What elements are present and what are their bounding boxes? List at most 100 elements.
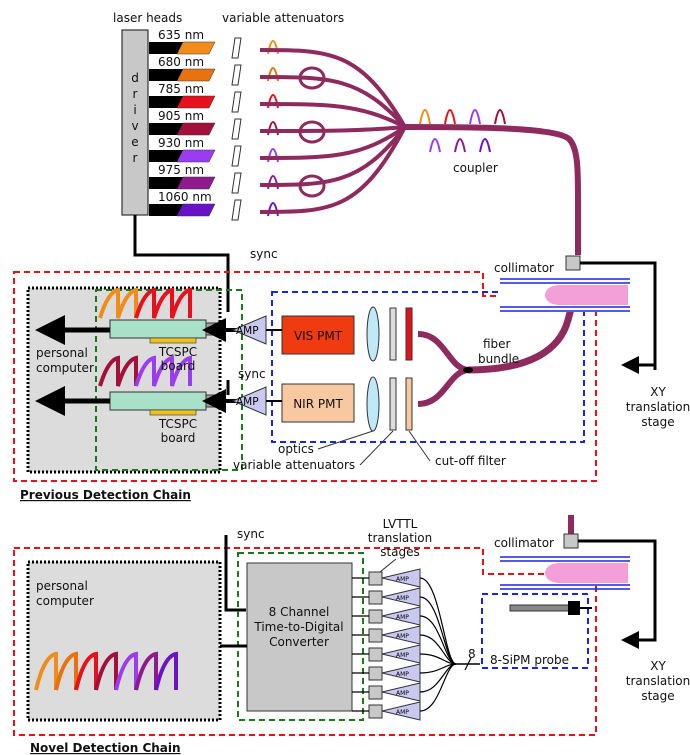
sync-bottom-label: sync	[237, 527, 265, 541]
pulse-mark	[267, 148, 279, 163]
laser-fiber	[259, 102, 406, 129]
collimator-bottom	[563, 533, 579, 549]
tcspc-board-vis-label: board	[161, 359, 196, 373]
driver-letter: r	[133, 151, 138, 165]
optics-label: optics	[278, 442, 314, 456]
lvttl-stage	[368, 571, 383, 586]
attenuator-plate	[231, 145, 242, 167]
lvttl-stage	[368, 628, 383, 643]
fiber-bundle-nir	[417, 367, 469, 407]
tdc-label: 8 Channel	[269, 605, 330, 619]
channel-wire	[419, 663, 457, 712]
lens-vis	[366, 306, 380, 362]
fiber-bundle-label: bundle	[478, 352, 519, 366]
filter-nir	[405, 377, 413, 431]
driver-letter: i	[133, 103, 136, 117]
xy-stage-arrow-top	[580, 261, 657, 374]
laser-wavelength-label: 635 nm	[158, 28, 204, 42]
laser-head-tip	[176, 68, 216, 82]
optics-group-border	[271, 291, 585, 443]
novel-chain-title: Novel Detection Chain	[30, 741, 181, 755]
lvttl-stage	[368, 666, 383, 681]
personal-computer-top-label: personal	[36, 346, 88, 360]
laser-wavelength-label: 930 nm	[158, 136, 204, 150]
channel-amp-label: AMP	[396, 652, 409, 659]
tcspc-board-nir-label: TCSPC	[158, 417, 197, 431]
tdc-group-border	[237, 552, 364, 721]
laser-head-body	[149, 69, 183, 81]
pulse-mark	[267, 175, 279, 190]
variable-attenuators-bottom-label: variable attenuators	[233, 458, 355, 472]
amp-nir-label: AMP	[236, 396, 259, 408]
tcspc-board-vis-label: TCSPC	[158, 345, 197, 359]
xy-stage-top-label: XY	[650, 385, 666, 399]
laser-wavelength-label: 785 nm	[158, 82, 204, 96]
laser-heads-label: laser heads	[113, 11, 182, 25]
personal-computer-bottom	[26, 560, 222, 722]
driver-letter: e	[131, 135, 138, 149]
laser-fiber	[259, 125, 406, 133]
personal-computer-bottom-label: computer	[36, 594, 94, 608]
channel-amp-label: AMP	[396, 576, 409, 583]
fiber-bundle-main	[467, 304, 576, 374]
sipm-probe-head	[568, 601, 580, 615]
filter-vis	[405, 307, 413, 361]
amp-vis-label: AMP	[236, 325, 259, 337]
laser-head-body	[149, 150, 183, 162]
channel-amp-label: AMP	[396, 690, 409, 697]
driver-letter: d	[131, 71, 139, 85]
tdc-label: Time-to-Digital	[253, 620, 343, 634]
lvttl-stage	[368, 685, 383, 700]
coupler-pulses	[419, 109, 506, 153]
driver-box	[121, 29, 149, 216]
driver-letter: r	[133, 87, 138, 101]
laser-head-tip	[176, 41, 216, 55]
personal-computer-bottom-label: personal	[36, 579, 88, 593]
pulse-mark	[267, 121, 279, 136]
laser-fiber	[259, 75, 407, 129]
laser-head-body	[149, 123, 183, 135]
laser-fiber	[259, 126, 407, 214]
laser-head-tip	[176, 176, 216, 190]
decay-curves-top	[98, 287, 192, 387]
laser-head-body	[149, 204, 183, 216]
sync-line-bottom	[224, 535, 246, 612]
variable-attenuators-top-label: variable attenuators	[222, 11, 344, 25]
xy-stage-top-label: stage	[641, 415, 674, 429]
fiber-delay-loop	[298, 120, 326, 144]
attenuator-plate	[231, 118, 242, 140]
fiber-bundle-label: fiber	[483, 337, 511, 351]
collimator-bottom-label: collimator	[494, 536, 554, 550]
laser-wavelength-label: 975 nm	[158, 163, 204, 177]
laser-head-tip	[176, 149, 216, 163]
vis-pmt-label: VIS PMT	[294, 329, 343, 343]
attenuator-plate	[231, 172, 242, 194]
laser-head-body	[149, 42, 183, 54]
lvttl-label: translation	[368, 531, 433, 545]
cutoff-filter-label: cut-off filter	[435, 454, 506, 468]
attenuator-nir	[389, 377, 397, 431]
laser-fiber	[259, 125, 407, 187]
channel-amp-label: AMP	[396, 709, 409, 716]
tissue-phantom-bottom	[545, 563, 628, 583]
lvttl-stage	[368, 609, 383, 624]
previous-chain-title: Previous Detection Chain	[20, 488, 191, 502]
tcspc-board-nir	[109, 391, 207, 411]
laser-head-tip	[176, 122, 216, 136]
attenuator-plate	[231, 199, 242, 221]
pulse-mark	[267, 202, 279, 217]
collimator-bottom-fiber	[568, 515, 574, 537]
fiber-delay-loop	[298, 66, 326, 90]
nir-pmt	[281, 383, 355, 423]
personal-computer-top-label: computer	[36, 361, 94, 375]
lvttl-stage	[368, 704, 383, 719]
driver-letter: v	[131, 119, 138, 133]
laser-fiber	[259, 125, 407, 160]
laser-head-body	[149, 96, 183, 108]
sipm-probe-shaft	[509, 604, 571, 612]
collimator-top-label: collimator	[494, 261, 554, 275]
driver-label: d r i v e r	[131, 71, 139, 165]
xy-stage-bottom-label: translation	[626, 674, 690, 688]
